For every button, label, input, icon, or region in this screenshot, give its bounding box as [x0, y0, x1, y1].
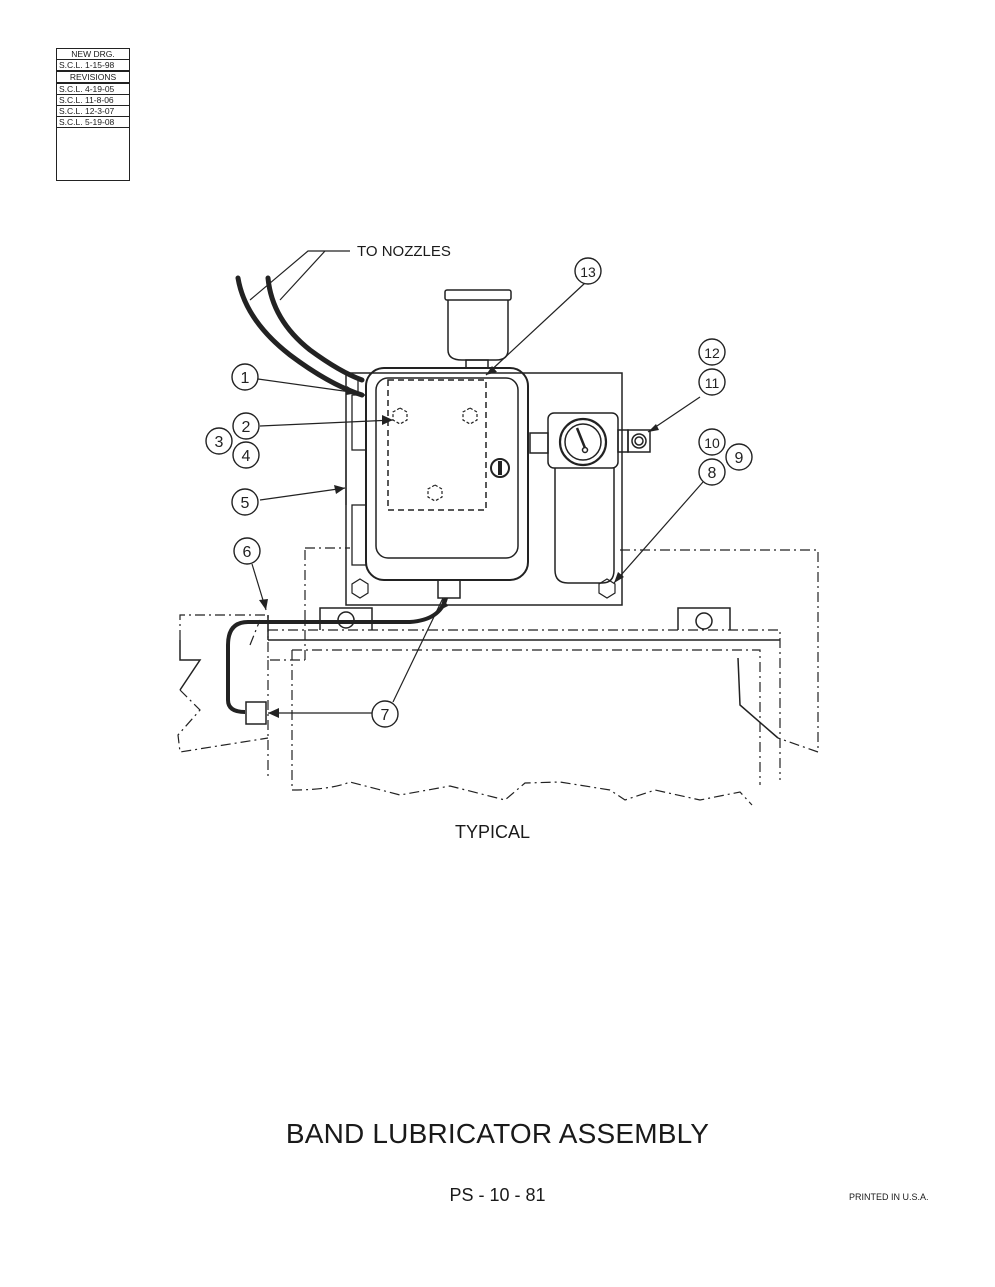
callout-balloons [205, 257, 753, 728]
callout-2-label: 2 [242, 419, 251, 436]
oil-reservoir [444, 289, 512, 369]
callout-13 [574, 257, 602, 285]
lubricator-inner-panel [375, 377, 519, 559]
callout-12 [698, 338, 726, 366]
callout-numbers: 1 2 3 4 5 6 7 8 9 10 11 12 13 [215, 264, 744, 724]
callout-11 [698, 368, 726, 396]
callout-4-label: 4 [242, 448, 251, 465]
lubricator-body [365, 367, 529, 581]
callout-12-label: 12 [704, 345, 720, 361]
diagram-caption: TYPICAL [455, 822, 531, 842]
revision-entry: S.C.L. 5-19-08 [57, 116, 129, 127]
revision-entry: S.C.L. 11-8-06 [57, 94, 129, 105]
leader-arrowheads [259, 366, 659, 718]
page-number: PS - 10 - 81 [449, 1185, 546, 1205]
callout-2 [232, 412, 260, 440]
nozzle-hoses [235, 275, 365, 398]
to-nozzles-leader [249, 250, 350, 301]
revision-block: NEW DRG. S.C.L. 1-15-98 REVISIONS S.C.L.… [56, 48, 130, 181]
callout-9 [725, 443, 753, 471]
callout-10-label: 10 [704, 435, 720, 451]
callout-5-label: 5 [241, 495, 250, 512]
revision-empty-row [57, 127, 129, 138]
revision-entry: S.C.L. 4-19-05 [57, 82, 129, 94]
revisions-label: REVISIONS [57, 70, 129, 82]
callout-9-label: 9 [735, 450, 744, 467]
pump-outline [387, 379, 487, 511]
callout-13-label: 13 [580, 264, 596, 280]
frame-bolt-hole [695, 612, 713, 630]
filter-regulator [529, 412, 651, 584]
hex-screws [351, 407, 616, 599]
callout-5 [231, 488, 259, 516]
mounting-plate [345, 372, 623, 606]
adjustment-knob [490, 458, 510, 478]
printed-in-usa: PRINTED IN U.S.A. [849, 1192, 929, 1202]
leader-lines [251, 282, 704, 714]
callout-10 [698, 428, 726, 456]
machine-frame [177, 547, 819, 806]
callout-11-label: 11 [705, 375, 720, 391]
new-drawing-label: NEW DRG. [57, 48, 129, 59]
callout-8 [698, 458, 726, 486]
callout-4 [232, 441, 260, 469]
revision-entry: S.C.L. 12-3-07 [57, 105, 129, 116]
feed-hose [226, 597, 448, 714]
fittings [245, 579, 461, 725]
new-drawing-entry: S.C.L. 1-15-98 [57, 59, 129, 70]
page-title: BAND LUBRICATOR ASSEMBLY [285, 1118, 710, 1149]
callout-8-label: 8 [708, 465, 717, 482]
to-nozzles-label: TO NOZZLES [357, 243, 451, 260]
callout-7-label: 7 [381, 707, 390, 724]
callout-6 [233, 537, 261, 565]
callout-3 [205, 427, 233, 455]
frame-solid-edges [179, 607, 780, 739]
callout-3-label: 3 [215, 434, 224, 451]
hinge [345, 380, 367, 566]
callout-1-label: 1 [241, 370, 250, 387]
callout-6-label: 6 [243, 544, 252, 561]
callout-1 [231, 363, 259, 391]
callout-7 [371, 700, 399, 728]
